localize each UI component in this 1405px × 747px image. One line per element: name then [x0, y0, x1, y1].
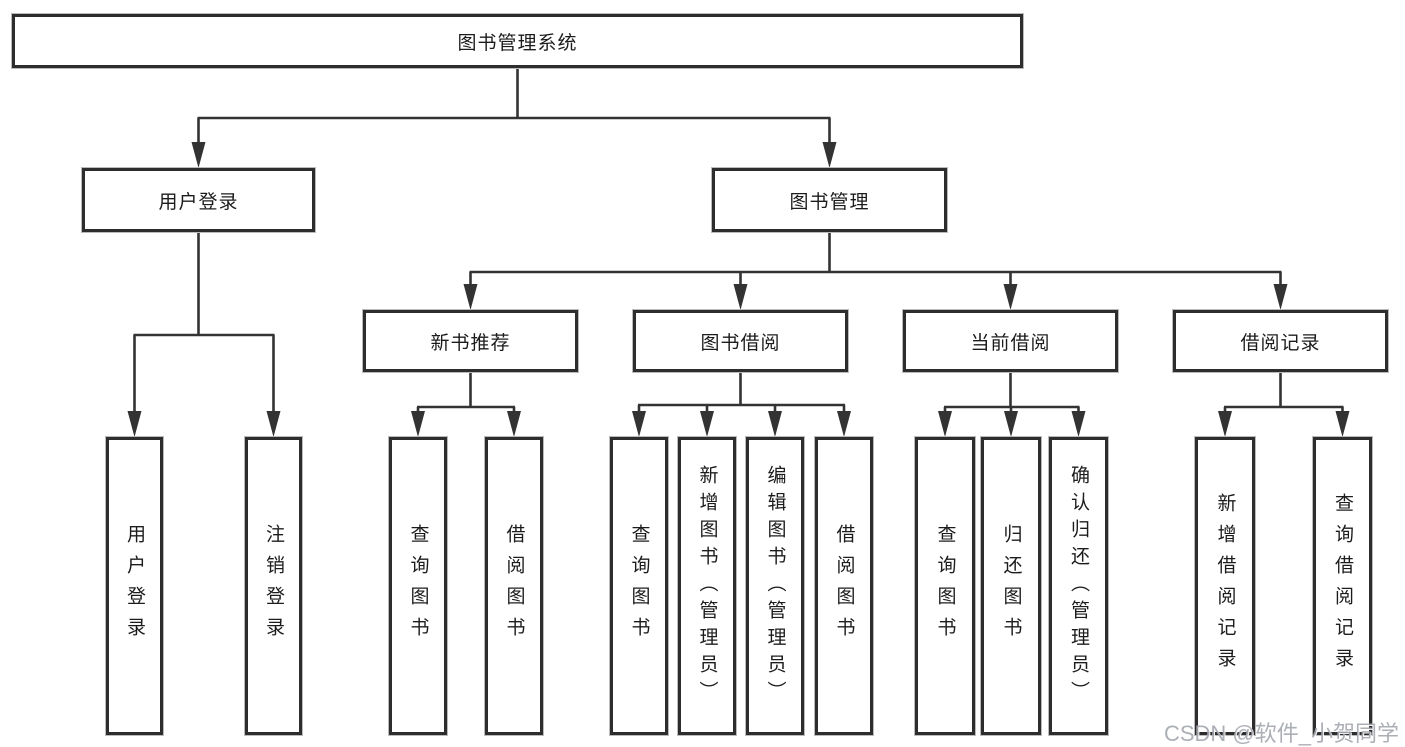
node-label: 用户登录: [158, 191, 239, 213]
node-label: 借阅图书: [833, 524, 855, 648]
node-label: 查询图书: [407, 524, 429, 648]
node-label: 图书管理: [789, 191, 870, 213]
leaf-query-books-borrow: 查询图书: [610, 437, 668, 735]
leaf-logout: 注销登录: [245, 437, 302, 735]
node-book-management: 图书管理: [712, 168, 947, 232]
node-book-borrow: 图书借阅: [633, 310, 848, 372]
leaf-query-borrow-record: 查询借阅记录: [1313, 437, 1372, 735]
node-label: 归还图书: [1000, 524, 1022, 648]
leaf-return-books: 归还图书: [981, 437, 1041, 735]
arrowheads: [127, 142, 1350, 437]
node-label: 用户登录: [124, 524, 145, 648]
node-library-management-system: 图书管理系统: [12, 14, 1023, 68]
leaf-query-books-recommend: 查询图书: [389, 437, 447, 735]
node-label: 查询图书: [628, 524, 650, 648]
node-label: 注销登录: [263, 524, 284, 648]
node-label: 查询借阅记录: [1332, 493, 1353, 679]
node-label: 图书借阅: [700, 332, 781, 354]
leaf-edit-books-admin: 编辑图书（管理员）: [746, 437, 804, 735]
node-new-book-recommend: 新书推荐: [363, 310, 578, 372]
node-label: 借阅图书: [503, 524, 525, 648]
node-label: 新增图书（管理员）: [696, 464, 718, 708]
leaf-user-login: 用户登录: [106, 437, 163, 735]
node-current-borrow: 当前借阅: [903, 310, 1118, 372]
node-label: 图书管理系统: [457, 32, 578, 54]
node-label: 借阅记录: [1240, 332, 1321, 354]
leaf-query-books-current: 查询图书: [915, 437, 975, 735]
node-label: 新书推荐: [430, 332, 511, 354]
leaf-add-borrow-record: 新增借阅记录: [1195, 437, 1255, 735]
csdn-watermark: CSDN @软件_小贺同学: [1163, 721, 1399, 746]
node-label: 确认归还（管理员）: [1068, 464, 1089, 708]
node-borrow-records: 借阅记录: [1173, 310, 1388, 372]
node-label: 查询图书: [934, 524, 956, 648]
node-label: 当前借阅: [970, 332, 1051, 354]
node-label: 编辑图书（管理员）: [764, 464, 786, 708]
node-user-login: 用户登录: [82, 168, 315, 232]
leaf-confirm-return-admin: 确认归还（管理员）: [1049, 437, 1108, 735]
leaf-add-books-admin: 新增图书（管理员）: [678, 437, 736, 735]
leaf-borrow-books-recommend: 借阅图书: [485, 437, 543, 735]
node-label: 新增借阅记录: [1214, 493, 1236, 679]
leaf-borrow-books: 借阅图书: [815, 437, 873, 735]
